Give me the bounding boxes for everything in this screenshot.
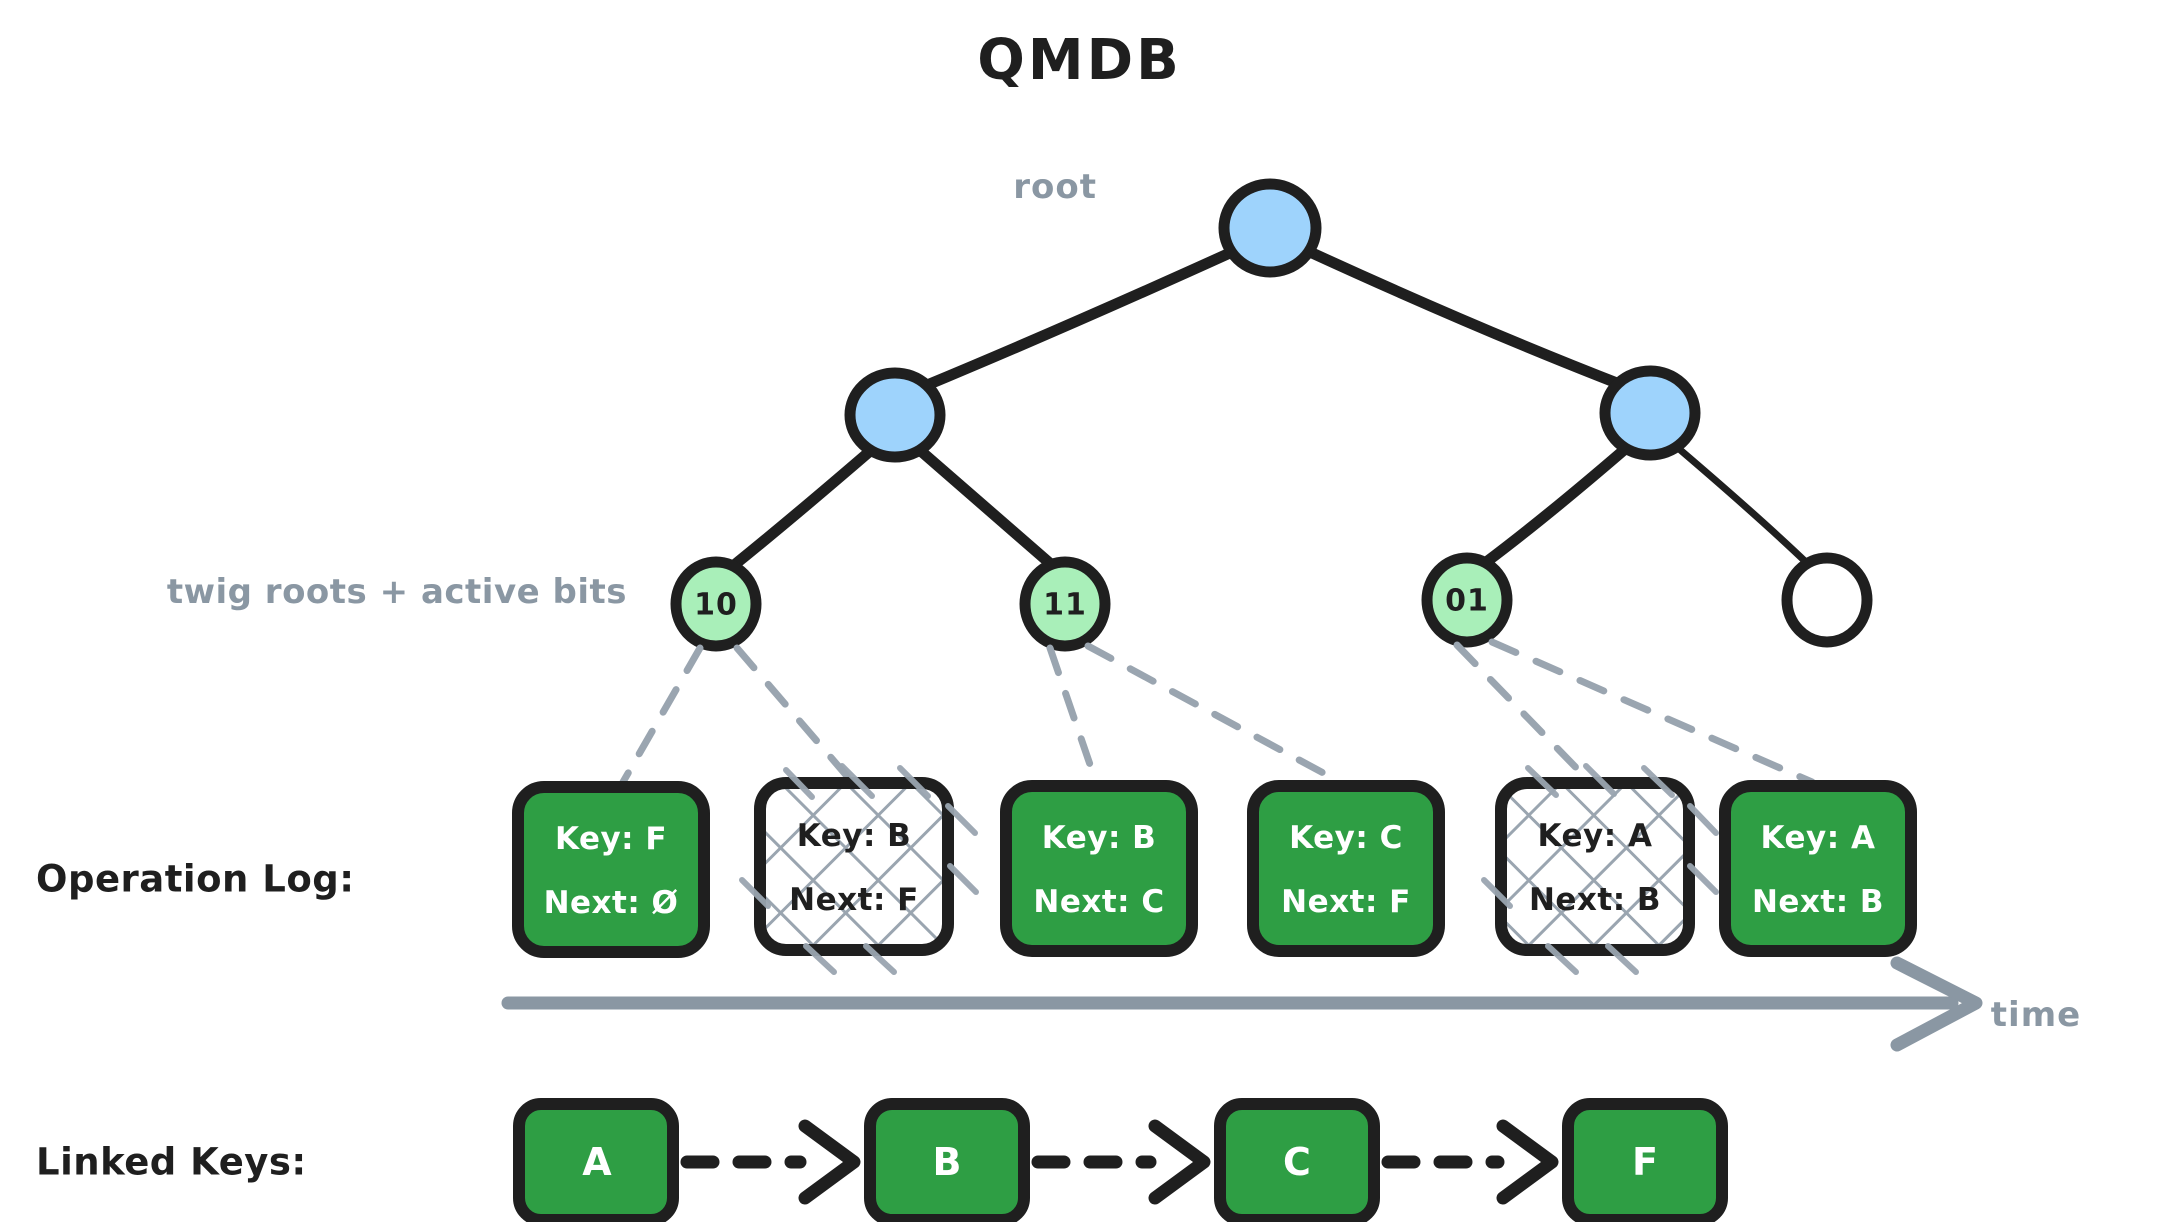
- linked-keys-label: Linked Keys:: [36, 1140, 307, 1184]
- time-axis-label: time: [1990, 995, 2082, 1035]
- time-axis-arrowhead: [1890, 956, 1983, 1052]
- operation-log-label: Operation Log:: [36, 857, 355, 901]
- connector-twig01-entry5: [1488, 638, 1816, 786]
- oplog-box-5[interactable]: [1719, 780, 1917, 957]
- hatch-overflow: [739, 763, 1719, 975]
- connector-twig11-entry2: [1046, 644, 1100, 786]
- twig-node-empty[interactable]: [1781, 552, 1873, 648]
- oplog-box-4[interactable]: [1495, 777, 1695, 956]
- linked-key-box-3[interactable]: [1562, 1098, 1728, 1222]
- tree-edges-thin: [1674, 444, 1812, 568]
- edge-right-twigempty: [1674, 444, 1812, 568]
- connector-twig11-entry3: [1084, 642, 1344, 786]
- tree-node-internal-right[interactable]: [1599, 365, 1701, 461]
- tree-node-internal-left[interactable]: [844, 367, 946, 463]
- connector-twig10-entry1: [733, 644, 856, 786]
- oplog-box-0[interactable]: [512, 781, 710, 958]
- linked-key-arrow-2: [1381, 1119, 1559, 1205]
- edge-root-right: [1304, 246, 1628, 391]
- edge-left-twig11: [916, 446, 1059, 572]
- linked-keys-arrows: [680, 1119, 1559, 1205]
- twig-node-11[interactable]: [1019, 556, 1111, 652]
- operation-log-boxes: [512, 777, 1917, 958]
- oplog-box-3[interactable]: [1247, 780, 1445, 957]
- connector-twig10-entry0: [619, 644, 704, 786]
- edge-root-left: [914, 246, 1238, 394]
- root-label: root: [1013, 167, 1097, 207]
- time-axis: [501, 956, 1983, 1052]
- twig-to-log-connectors: [619, 638, 1816, 786]
- twig-node-01[interactable]: [1421, 552, 1513, 648]
- edge-right-twig01: [1479, 444, 1630, 569]
- linked-key-arrow-1: [1031, 1119, 1211, 1205]
- oplog-box-1[interactable]: [754, 777, 954, 956]
- edge-left-twig10: [727, 446, 875, 572]
- page-title: QMDB: [977, 28, 1182, 93]
- linked-key-arrow-0: [680, 1119, 861, 1205]
- linked-key-box-2[interactable]: [1214, 1098, 1380, 1222]
- linked-key-box-1[interactable]: [864, 1098, 1030, 1222]
- connector-twig01-entry4: [1453, 641, 1594, 786]
- linked-key-box-0[interactable]: [513, 1098, 679, 1222]
- tree-edges: [727, 246, 1630, 572]
- tree-nodes: [670, 178, 1873, 652]
- twig-node-10[interactable]: [670, 556, 762, 652]
- linked-keys-boxes: [513, 1098, 1728, 1222]
- tree-node-root[interactable]: [1218, 178, 1322, 278]
- oplog-box-2[interactable]: [1000, 780, 1198, 957]
- twig-roots-label: twig roots + active bits: [166, 572, 627, 612]
